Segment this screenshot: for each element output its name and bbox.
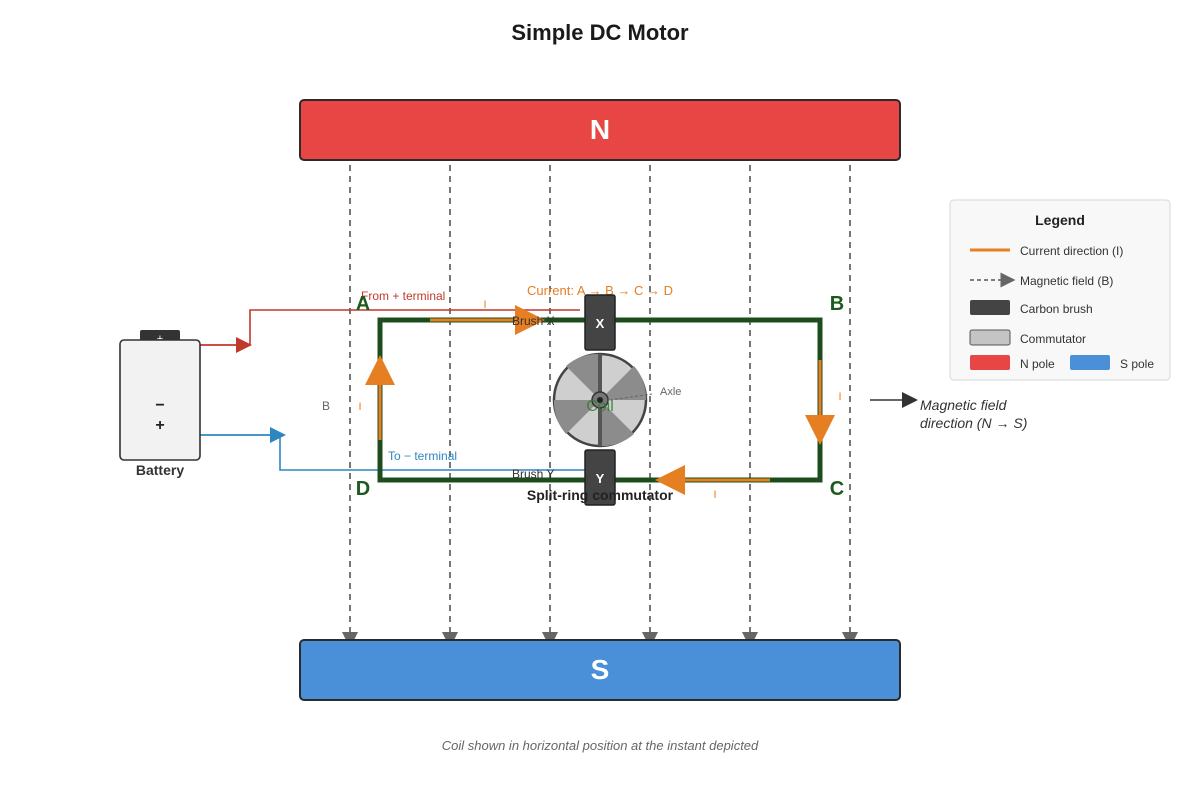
legend-brush-swatch — [970, 300, 1010, 315]
south-pole-label: S — [591, 654, 610, 685]
legend-n-pole-swatch — [970, 355, 1010, 370]
current-direction-label: Current: A → B → C → D — [527, 283, 673, 298]
diagram-title: Simple DC Motor — [511, 20, 689, 45]
axle-leader-line — [609, 393, 653, 401]
legend-commutator-label: Commutator — [1020, 332, 1086, 346]
battery: + − + Battery — [119, 330, 201, 478]
field-direction-line1: Magnetic field — [920, 397, 1008, 413]
legend-brush-label: Carbon brush — [1020, 302, 1093, 316]
field-b-label: B — [322, 399, 330, 413]
current-i-label-left: I — [358, 401, 361, 413]
to-negative-label: To − terminal — [388, 449, 457, 463]
brush-y: Y — [584, 449, 616, 506]
legend-s-pole-label: S pole — [1120, 357, 1154, 371]
commutator-label: Split-ring commutator — [527, 487, 674, 503]
coil-corner-b: B — [830, 293, 844, 315]
brush-x-name: Brush X — [512, 314, 555, 328]
split-ring-commutator — [552, 352, 648, 448]
legend-commutator-swatch — [969, 329, 1011, 346]
from-positive-label: From + terminal — [361, 289, 445, 303]
magnetic-field-lines — [342, 165, 858, 648]
current-i-label-bottom: I — [713, 489, 716, 501]
brush-x: X — [584, 294, 616, 351]
south-pole-magnet: S — [299, 639, 901, 701]
battery-top-terminal: + — [157, 333, 163, 345]
legend-title: Legend — [1035, 212, 1085, 228]
north-pole-label: N — [590, 114, 610, 145]
battery-wires — [200, 309, 585, 471]
battery-label: Battery — [136, 462, 184, 478]
brush-y-label: Y — [596, 471, 605, 486]
coil-corner-c: C — [830, 478, 844, 500]
legend-n-pole-label: N pole — [1020, 357, 1055, 371]
battery-minus-sign: − — [155, 397, 164, 414]
legend: Legend Current direction (I) Magnetic fi… — [949, 199, 1171, 381]
caption: Coil shown in horizontal position at the… — [442, 738, 759, 753]
battery-plus-sign: + — [155, 417, 164, 434]
coil-label: Coil — [586, 398, 614, 415]
current-i-label-right: I — [838, 391, 841, 403]
north-pole-magnet: N — [299, 99, 901, 161]
legend-field-label: Magnetic field (B) — [1020, 274, 1113, 288]
coil-corner-a: A — [356, 293, 370, 315]
coil-corner-d: D — [356, 478, 370, 500]
field-direction-line2: direction (N → S) — [920, 415, 1027, 431]
current-arrows — [365, 305, 835, 495]
current-i-label-top: I — [483, 299, 486, 311]
axle-label: Axle — [660, 386, 681, 398]
brush-y-name: Brush Y — [512, 467, 554, 481]
legend-s-pole-swatch — [1070, 355, 1110, 370]
brush-x-label: X — [596, 316, 605, 331]
legend-current-label: Current direction (I) — [1020, 244, 1123, 258]
